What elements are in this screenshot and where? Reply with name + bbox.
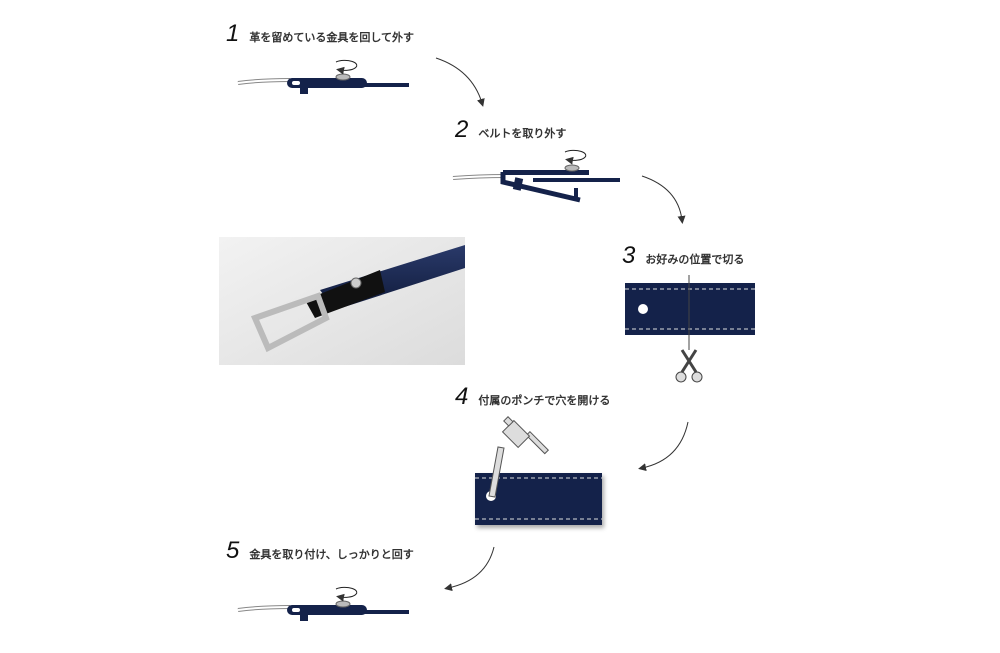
step-label: 革を留めている金具を回して外す (249, 31, 415, 44)
step-number: 2 (455, 116, 469, 143)
step4-punch-illustration (475, 416, 602, 525)
step-5-heading: 5 金具を取り付け、しっかりと回す (226, 537, 414, 565)
step-4-heading: 4 付属のポンチで穴を開ける (455, 383, 610, 411)
step5-buckle-illustration (237, 586, 409, 621)
step-label: 金具を取り付け、しっかりと回す (249, 548, 414, 561)
step-label: ベルトを取り外す (478, 127, 567, 140)
belt-photo (219, 237, 465, 365)
step1-buckle-illustration (237, 59, 409, 94)
scissors-icon (675, 349, 703, 383)
step2-belt-removal-illustration (452, 149, 620, 203)
step-label: お好みの位置で切る (645, 253, 745, 266)
punch-icon (488, 446, 505, 498)
step-label: 付属のポンチで穴を開ける (478, 394, 611, 407)
step-2-heading: 2 ベルトを取り外す (455, 116, 566, 144)
hammer-icon (501, 416, 550, 455)
step-number: 4 (455, 383, 469, 410)
step-1-heading: 1 革を留めている金具を回して外す (226, 20, 414, 48)
step-3-heading: 3 お好みの位置で切る (622, 242, 744, 270)
step-number: 1 (226, 20, 240, 47)
step-number: 3 (622, 242, 636, 269)
step-number: 5 (226, 537, 240, 564)
step3-cut-illustration (625, 275, 755, 383)
